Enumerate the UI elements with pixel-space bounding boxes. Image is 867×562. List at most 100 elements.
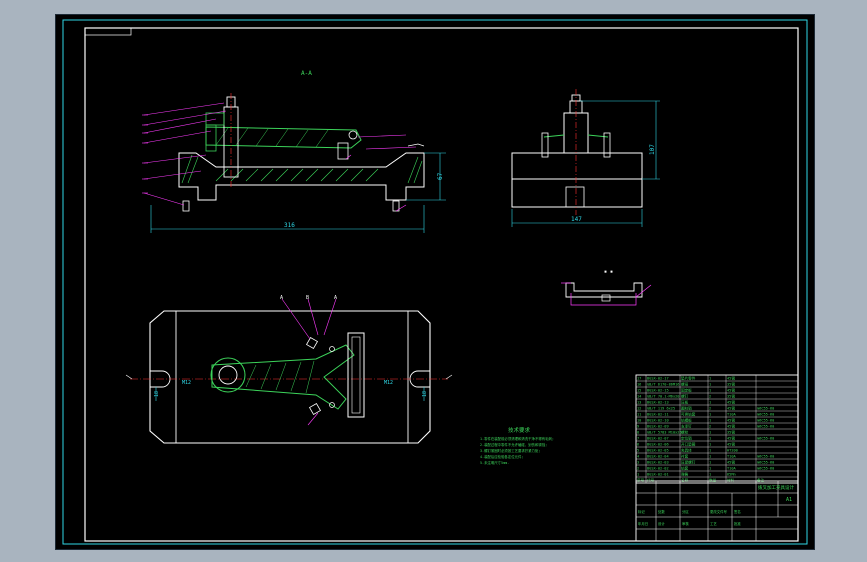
parts-cell: m6C55-60: [757, 437, 774, 441]
parts-cell: 夹具体: [681, 448, 692, 453]
parts-cell: BGSX-02-11: [647, 413, 669, 417]
parts-cell: 8: [637, 431, 639, 435]
parts-header-cell: 材料: [727, 478, 735, 483]
parts-cell: 2: [637, 467, 639, 471]
note-line-5: 5.未注明尺寸5mm.: [480, 460, 509, 465]
parts-cell: 1: [709, 455, 711, 459]
parts-cell: 16: [637, 383, 641, 387]
parts-cell: BGSX-02-02: [647, 467, 669, 471]
parts-cell: 4: [637, 455, 639, 459]
front-dim-height: 67: [437, 172, 444, 180]
parts-cell: 压紧螺钉: [681, 460, 696, 465]
parts-cell: BGSX-02-13: [647, 401, 669, 405]
top-m-left: M12: [182, 380, 191, 386]
parts-cell: BGSX-02-04: [647, 455, 669, 459]
parts-cell: 65Mn: [727, 473, 736, 477]
parts-cell: 衬套: [681, 454, 689, 459]
front-view: A-A: [142, 70, 446, 233]
title-block-label-8: 审核: [682, 521, 689, 526]
parts-cell: GB/T 5783 M10x25: [647, 431, 682, 435]
detail-view: ▪ ▪: [561, 269, 652, 306]
parts-cell: T10A: [727, 455, 736, 459]
parts-cell: 1: [637, 473, 639, 477]
sheet-border-outer: [62, 19, 808, 545]
title-block-label-1: 标记: [638, 509, 645, 514]
parts-cell: 1: [709, 467, 711, 471]
parts-cell: 钻套: [681, 466, 689, 471]
parts-header-cell: 代号: [647, 478, 655, 483]
note-line-3: 3.螺钉紧固时必须按工艺要求拧紧力矩;: [480, 448, 540, 453]
parts-cell: HT200: [727, 449, 738, 453]
parts-cell: 17: [637, 377, 641, 381]
parts-cell: 1: [709, 431, 711, 435]
parts-cell: BGSX-02-01: [647, 473, 669, 477]
parts-header-cell: 序号: [637, 478, 645, 483]
parts-cell: 10: [637, 419, 641, 423]
parts-cell: 可换钻套: [681, 412, 696, 417]
title-block-label-6: 年月日: [638, 521, 648, 526]
parts-cell: 弹簧: [681, 472, 689, 477]
notes-title: 技术要求: [508, 426, 531, 434]
parts-cell: BGSX-02-06: [647, 443, 669, 447]
parts-cell: 1: [709, 389, 711, 393]
svg-text:▪ ▪: ▪ ▪: [604, 269, 613, 275]
parts-cell: 螺栓: [681, 430, 689, 435]
top-callout-3: A: [334, 295, 337, 301]
parts-cell: 1: [709, 413, 711, 417]
parts-cell: 45钢: [727, 418, 735, 423]
parts-cell: m6C55-60: [757, 467, 774, 471]
parts-cell: 45钢: [727, 406, 735, 411]
title-block-label-4: 更改文件号: [710, 509, 728, 514]
cad-viewport[interactable]: A-A: [55, 14, 815, 550]
parts-cell: m6C55-60: [757, 419, 774, 423]
top-view: A B A 18 18 M12 M12: [125, 295, 453, 444]
parts-header-cell: 名称: [681, 478, 689, 483]
top-callout-2: B: [306, 295, 309, 301]
parts-cell: 1: [709, 377, 711, 381]
parts-cell: BGSX-02-05: [647, 449, 669, 453]
title-block-label-9: 工艺: [710, 521, 717, 526]
parts-cell: 45钢: [727, 442, 735, 447]
reverse-stamp-box: [84, 27, 132, 36]
parts-cell: 螺钉: [681, 394, 689, 399]
parts-cell: 1: [709, 461, 711, 465]
parts-cell: 螺母: [681, 382, 689, 387]
assembly-drawing[interactable]: A-A: [56, 15, 814, 549]
top-callout-1: A: [280, 295, 283, 301]
title-block-label-5: 签名: [734, 509, 741, 514]
title-block-label-3: 分区: [682, 509, 689, 514]
parts-cell: 垫片零件: [681, 376, 696, 381]
title-block-label-10: 批准: [734, 521, 741, 526]
parts-cell: GB/T 70.1-M6x20: [647, 395, 679, 399]
drawing-code: A1: [786, 497, 792, 503]
parts-cell: 开口垫圈: [681, 442, 696, 447]
parts-cell: 45钢: [727, 388, 735, 393]
parts-cell: 45钢: [727, 460, 735, 465]
parts-cell: 圆柱销: [681, 406, 692, 411]
note-line-1: 1.零件在装配前必须清理和清洗干净不得有毛刺;: [480, 436, 554, 441]
parts-cell: 45钢: [727, 436, 735, 441]
parts-cell: 固定板: [681, 388, 692, 393]
parts-cell: 14: [637, 395, 641, 399]
parts-cell: 2: [709, 425, 711, 429]
parts-cell: 1: [709, 383, 711, 387]
parts-cell: 11: [637, 413, 641, 417]
title-block-label-2: 处数: [658, 509, 665, 514]
parts-cell: GB/T 119 6x25: [647, 407, 675, 411]
top-dim-left: 18: [154, 391, 160, 397]
parts-cell: T10A: [727, 413, 736, 417]
parts-cell: 35钢: [727, 394, 735, 399]
drawing-title: 拨叉加工夹具设计: [758, 484, 794, 491]
parts-cell: 3: [637, 461, 639, 465]
parts-cell: 12: [637, 407, 641, 411]
front-dim-length: 316: [284, 222, 295, 229]
parts-cell: GB/T 6170-86M16: [647, 383, 679, 387]
parts-cell: BGSX-02-15: [647, 389, 669, 393]
title-block-label-7: 设计: [658, 521, 665, 526]
parts-cell: 6: [637, 443, 639, 447]
parts-cell: BGSX-02-10: [647, 419, 669, 423]
parts-cell: 定位销: [681, 436, 692, 441]
parts-cell: 15: [637, 389, 641, 393]
side-dim-height: 107: [649, 144, 656, 155]
